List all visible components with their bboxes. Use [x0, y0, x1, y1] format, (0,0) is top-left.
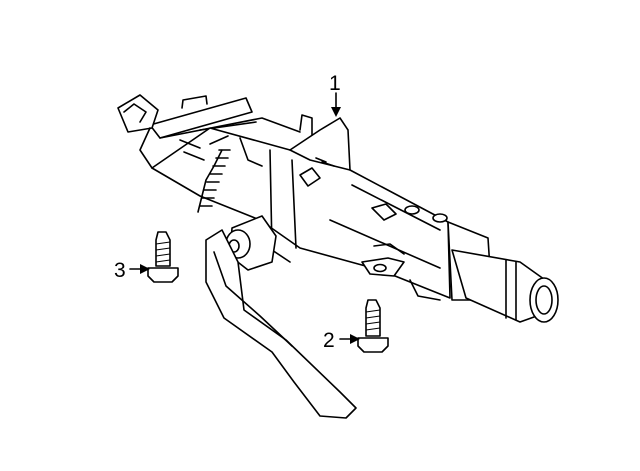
leader-arrow-3 — [129, 264, 150, 274]
bolt-3 — [147, 231, 179, 283]
leader-arrow-1 — [331, 92, 341, 117]
tilt-spring — [197, 135, 231, 213]
bolt-2 — [357, 299, 389, 353]
mounting-bracket — [117, 94, 301, 189]
callout-2: 2 — [323, 329, 335, 352]
callout-1: 1 — [329, 72, 341, 95]
tilt-lever — [205, 215, 357, 419]
callout-3: 3 — [114, 259, 126, 282]
shaft-end — [447, 221, 559, 323]
column-housing — [151, 114, 451, 301]
leader-arrow-2 — [339, 334, 360, 344]
